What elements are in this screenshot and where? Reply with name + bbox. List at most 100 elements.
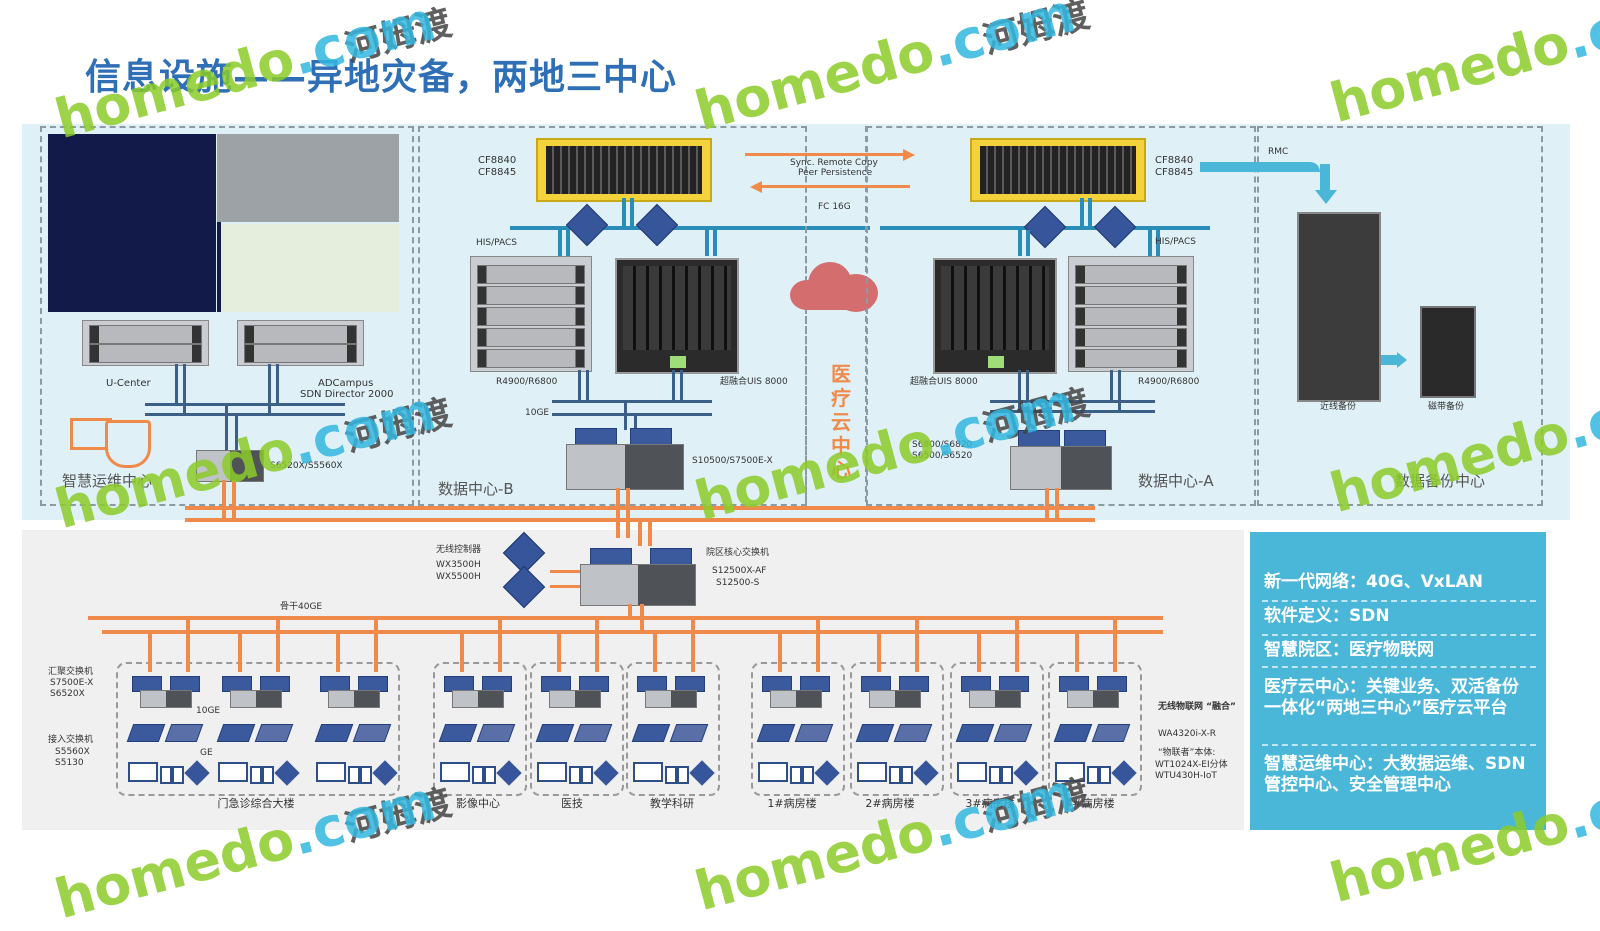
- iot-model: WA4320i-X-R: [1158, 729, 1216, 739]
- agg-switch: [969, 690, 1021, 708]
- fc-link: [1148, 230, 1152, 256]
- link: [634, 413, 637, 430]
- uplink: [877, 630, 881, 672]
- wireless-controller-model-2: WX5500H: [436, 572, 481, 582]
- dc-b-his-label: HIS/PACS: [476, 238, 518, 248]
- uplink: [186, 616, 190, 672]
- dashboard-screen: [48, 134, 216, 312]
- ops-switch-label: S6520X/S5560X: [270, 461, 343, 471]
- link: [235, 413, 238, 451]
- uplink: [977, 630, 981, 672]
- building-zone: [850, 662, 944, 796]
- link-10ge-label: 10GE: [196, 706, 221, 716]
- link: [145, 403, 345, 406]
- link-ge-label: GE: [200, 748, 213, 758]
- monitor-icon: [758, 762, 788, 782]
- phone-icon: [1087, 766, 1099, 784]
- agg-switch: [645, 690, 697, 708]
- uplink: [276, 616, 280, 672]
- watermark-domain-text: .com: [1559, 0, 1600, 72]
- backup-arrow-head: [1397, 352, 1407, 368]
- uplink: [778, 630, 782, 672]
- uplink: [691, 616, 695, 672]
- access-switch-label: 接入交换机: [48, 735, 94, 745]
- access-switch: [1053, 724, 1093, 742]
- tape-backup-label: 磁带备份: [1428, 402, 1465, 412]
- link: [183, 364, 186, 414]
- dc-a-rack-servers: [1068, 256, 1194, 372]
- uplink: [336, 630, 340, 672]
- building-label: 2#病房楼: [865, 797, 915, 810]
- link: [616, 488, 620, 538]
- building-zone: [950, 662, 1044, 796]
- monitor-icon: [128, 762, 158, 782]
- building-zone: [751, 662, 845, 796]
- campus-core-label: 院区核心交换机: [706, 548, 770, 558]
- access-switch: [993, 724, 1033, 742]
- watermark-brand-text: homedo: [1323, 10, 1576, 136]
- dc-b-title: 数据中心-B: [438, 480, 514, 498]
- campus-map-screen: [221, 224, 399, 312]
- dc-b-rack-servers: [470, 256, 592, 372]
- sync-label-2: Peer Persistence: [798, 168, 873, 178]
- dc-b-10ge-label: 10GE: [525, 408, 550, 418]
- watermark-brand: homedo.com: [689, 0, 1082, 143]
- campus-core-model-2: S12500-S: [716, 578, 760, 588]
- divider: [1262, 634, 1536, 636]
- phone-icon: [569, 766, 581, 784]
- access-switch: [438, 724, 478, 742]
- dc-b-core-switch: [566, 444, 684, 490]
- fc-link: [566, 230, 570, 256]
- phone-icon: [889, 766, 901, 784]
- fc-link: [713, 230, 717, 256]
- access-switch: [476, 724, 516, 742]
- access-switch: [955, 724, 995, 742]
- uplink: [557, 630, 561, 672]
- link: [638, 520, 642, 546]
- link: [1055, 488, 1059, 522]
- phone-icon: [472, 766, 484, 784]
- phone-icon: [262, 766, 274, 784]
- dc-a-storage-array: [970, 138, 1146, 202]
- access-switch: [216, 724, 256, 742]
- dc-a-rack-label: R4900/R6800: [1138, 377, 1200, 387]
- monitor-icon: [633, 762, 663, 782]
- link: [145, 413, 345, 416]
- link: [1018, 370, 1021, 410]
- uplink: [915, 616, 919, 672]
- access-switch: [254, 724, 294, 742]
- datacenter-3d-screen: [217, 134, 399, 222]
- fc-link: [1088, 198, 1092, 228]
- phone-icon: [581, 766, 593, 784]
- phone-icon: [901, 766, 913, 784]
- fc-16g-label: FC 16G: [818, 202, 851, 212]
- fc-link: [1080, 198, 1084, 228]
- fc-link: [630, 198, 634, 228]
- tape-backup-device: [1420, 306, 1476, 398]
- phone-icon: [665, 766, 677, 784]
- building-label: 1#病房楼: [767, 797, 817, 810]
- dc-b-rack-label: R4900/R6800: [496, 377, 558, 387]
- u-center-label: U-Center: [106, 378, 151, 389]
- uplink: [1075, 630, 1079, 672]
- access-switch: [1091, 724, 1131, 742]
- dc-a-core-label-1: S6800/S6820: [912, 440, 973, 450]
- page-title: 信息设施——异地灾备，两地三中心: [85, 57, 678, 98]
- nearline-backup-device: [1297, 212, 1381, 402]
- access-switch: [164, 724, 204, 742]
- fc-link: [622, 198, 626, 228]
- access-switch: [126, 724, 166, 742]
- phone-icon: [989, 766, 1001, 784]
- dc-b-blade-label: 超融合UIS 8000: [720, 377, 788, 387]
- info-item-smart-campus: 智慧院区：医疗物联网: [1264, 640, 1434, 660]
- cloud-center-title: 医疗云中心: [831, 362, 851, 482]
- watermark-brand: homedo.com: [1324, 0, 1600, 135]
- sync-arrow-right: [745, 149, 915, 161]
- agg-switch: [452, 690, 504, 708]
- building-label: 影像中心: [456, 797, 500, 810]
- phone-icon: [348, 766, 360, 784]
- link: [648, 520, 652, 546]
- ops-center-zone: [40, 126, 414, 506]
- backup-arrow: [1381, 355, 1397, 365]
- phone-icon: [250, 766, 262, 784]
